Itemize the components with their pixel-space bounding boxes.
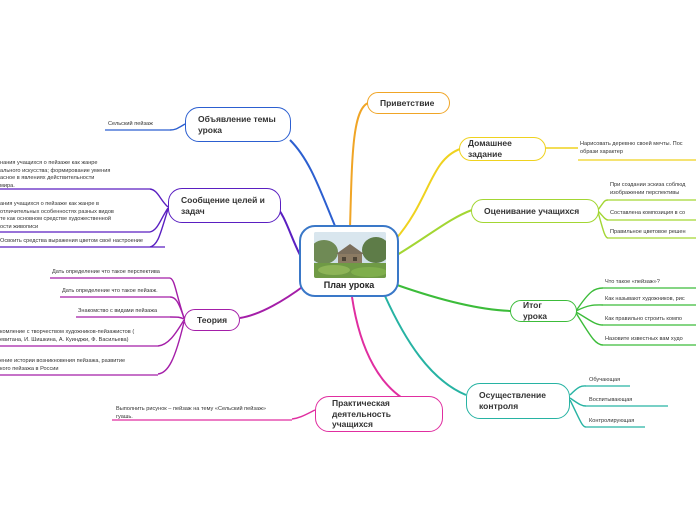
control-leaf-1[interactable]: Обучающая: [589, 377, 620, 385]
branch-announce: [290, 140, 335, 226]
theory-leaf-3[interactable]: Знакомство с видами пейзажа: [78, 308, 157, 316]
branch-homework: [395, 149, 460, 240]
central-topic-title: План урока: [301, 280, 397, 290]
theory-leaf-2[interactable]: Дать определение что такое пейзаж.: [62, 288, 158, 296]
summary-leaf-2[interactable]: Как называют художников, рис: [605, 296, 685, 304]
topic-goals[interactable]: Сообщение целей и задач: [168, 188, 281, 223]
topic-practice-label: Практическая деятельность учащихся: [332, 398, 426, 430]
goals-leaf-2[interactable]: ания учащихся о пейзаже как жанре в отли…: [0, 201, 114, 231]
practice-leaf[interactable]: Выполнить рисунок – пейзаж на тему «Сель…: [116, 406, 266, 421]
goals-leaf-3[interactable]: Освоить средства выражения цветом своё н…: [0, 238, 143, 246]
control-leaf-3[interactable]: Контролирующая: [589, 418, 634, 426]
theory-leaf-1[interactable]: Дать определение что такое перспектива: [52, 269, 160, 277]
branch-practice: [352, 297, 415, 405]
goals-leaf-1[interactable]: нания учащихся о пейзаже как жанре ально…: [0, 160, 110, 190]
evaluation-leaf-2[interactable]: Составлена композиция в со: [610, 210, 685, 218]
announce-leaf[interactable]: Сельский пейзаж: [108, 121, 153, 129]
central-topic[interactable]: План урока: [299, 225, 399, 297]
topic-announce[interactable]: Объявление темы урока: [185, 107, 291, 142]
topic-theory-label: Теория: [197, 315, 227, 326]
topic-practice[interactable]: Практическая деятельность учащихся: [315, 396, 443, 432]
branch-evaluation: [397, 210, 472, 255]
summary-leaf-1[interactable]: Что такое «пейзаж»?: [605, 279, 660, 287]
summary-leaf-3[interactable]: Как правильно строить компо: [605, 316, 682, 324]
topic-greeting-label: Приветствие: [380, 98, 434, 109]
topic-greeting[interactable]: Приветствие: [367, 92, 450, 114]
topic-evaluation[interactable]: Оценивание учащихся: [471, 199, 599, 223]
topic-evaluation-label: Оценивание учащихся: [484, 206, 579, 217]
topic-summary-label: Итог урока: [523, 300, 564, 321]
topic-announce-label: Объявление темы урока: [198, 114, 278, 135]
topic-goals-label: Сообщение целей и задач: [181, 195, 268, 216]
branch-summary: [397, 285, 511, 311]
theory-leaf-5[interactable]: ение истории возникновения пейзажа, разв…: [0, 358, 125, 373]
topic-summary[interactable]: Итог урока: [510, 300, 577, 322]
evaluation-leaf-1[interactable]: При создании эскиза соблюд изображении п…: [610, 182, 685, 197]
summary-leaf-4[interactable]: Назовите известных вам худо: [605, 336, 683, 344]
topic-homework-label: Домашнее задание: [468, 138, 537, 159]
topic-control[interactable]: Осуществление контроля: [466, 383, 570, 419]
branch-control: [385, 296, 466, 395]
topic-theory[interactable]: Теория: [184, 309, 240, 331]
branch-theory: [240, 285, 305, 318]
control-leaf-2[interactable]: Воспитывающая: [589, 397, 632, 405]
branch-greeting: [350, 103, 368, 228]
theory-leaf-4[interactable]: комление с творчеством художников-пейзаж…: [0, 329, 134, 344]
homework-leaf[interactable]: Нарисовать деревню своей мечты. Пос обра…: [580, 141, 683, 156]
village-landscape-image: [314, 232, 386, 278]
topic-control-label: Осуществление контроля: [479, 390, 557, 411]
evaluation-leaf-3[interactable]: Правильное цветовое решен: [610, 229, 686, 237]
topic-homework[interactable]: Домашнее задание: [459, 137, 546, 161]
